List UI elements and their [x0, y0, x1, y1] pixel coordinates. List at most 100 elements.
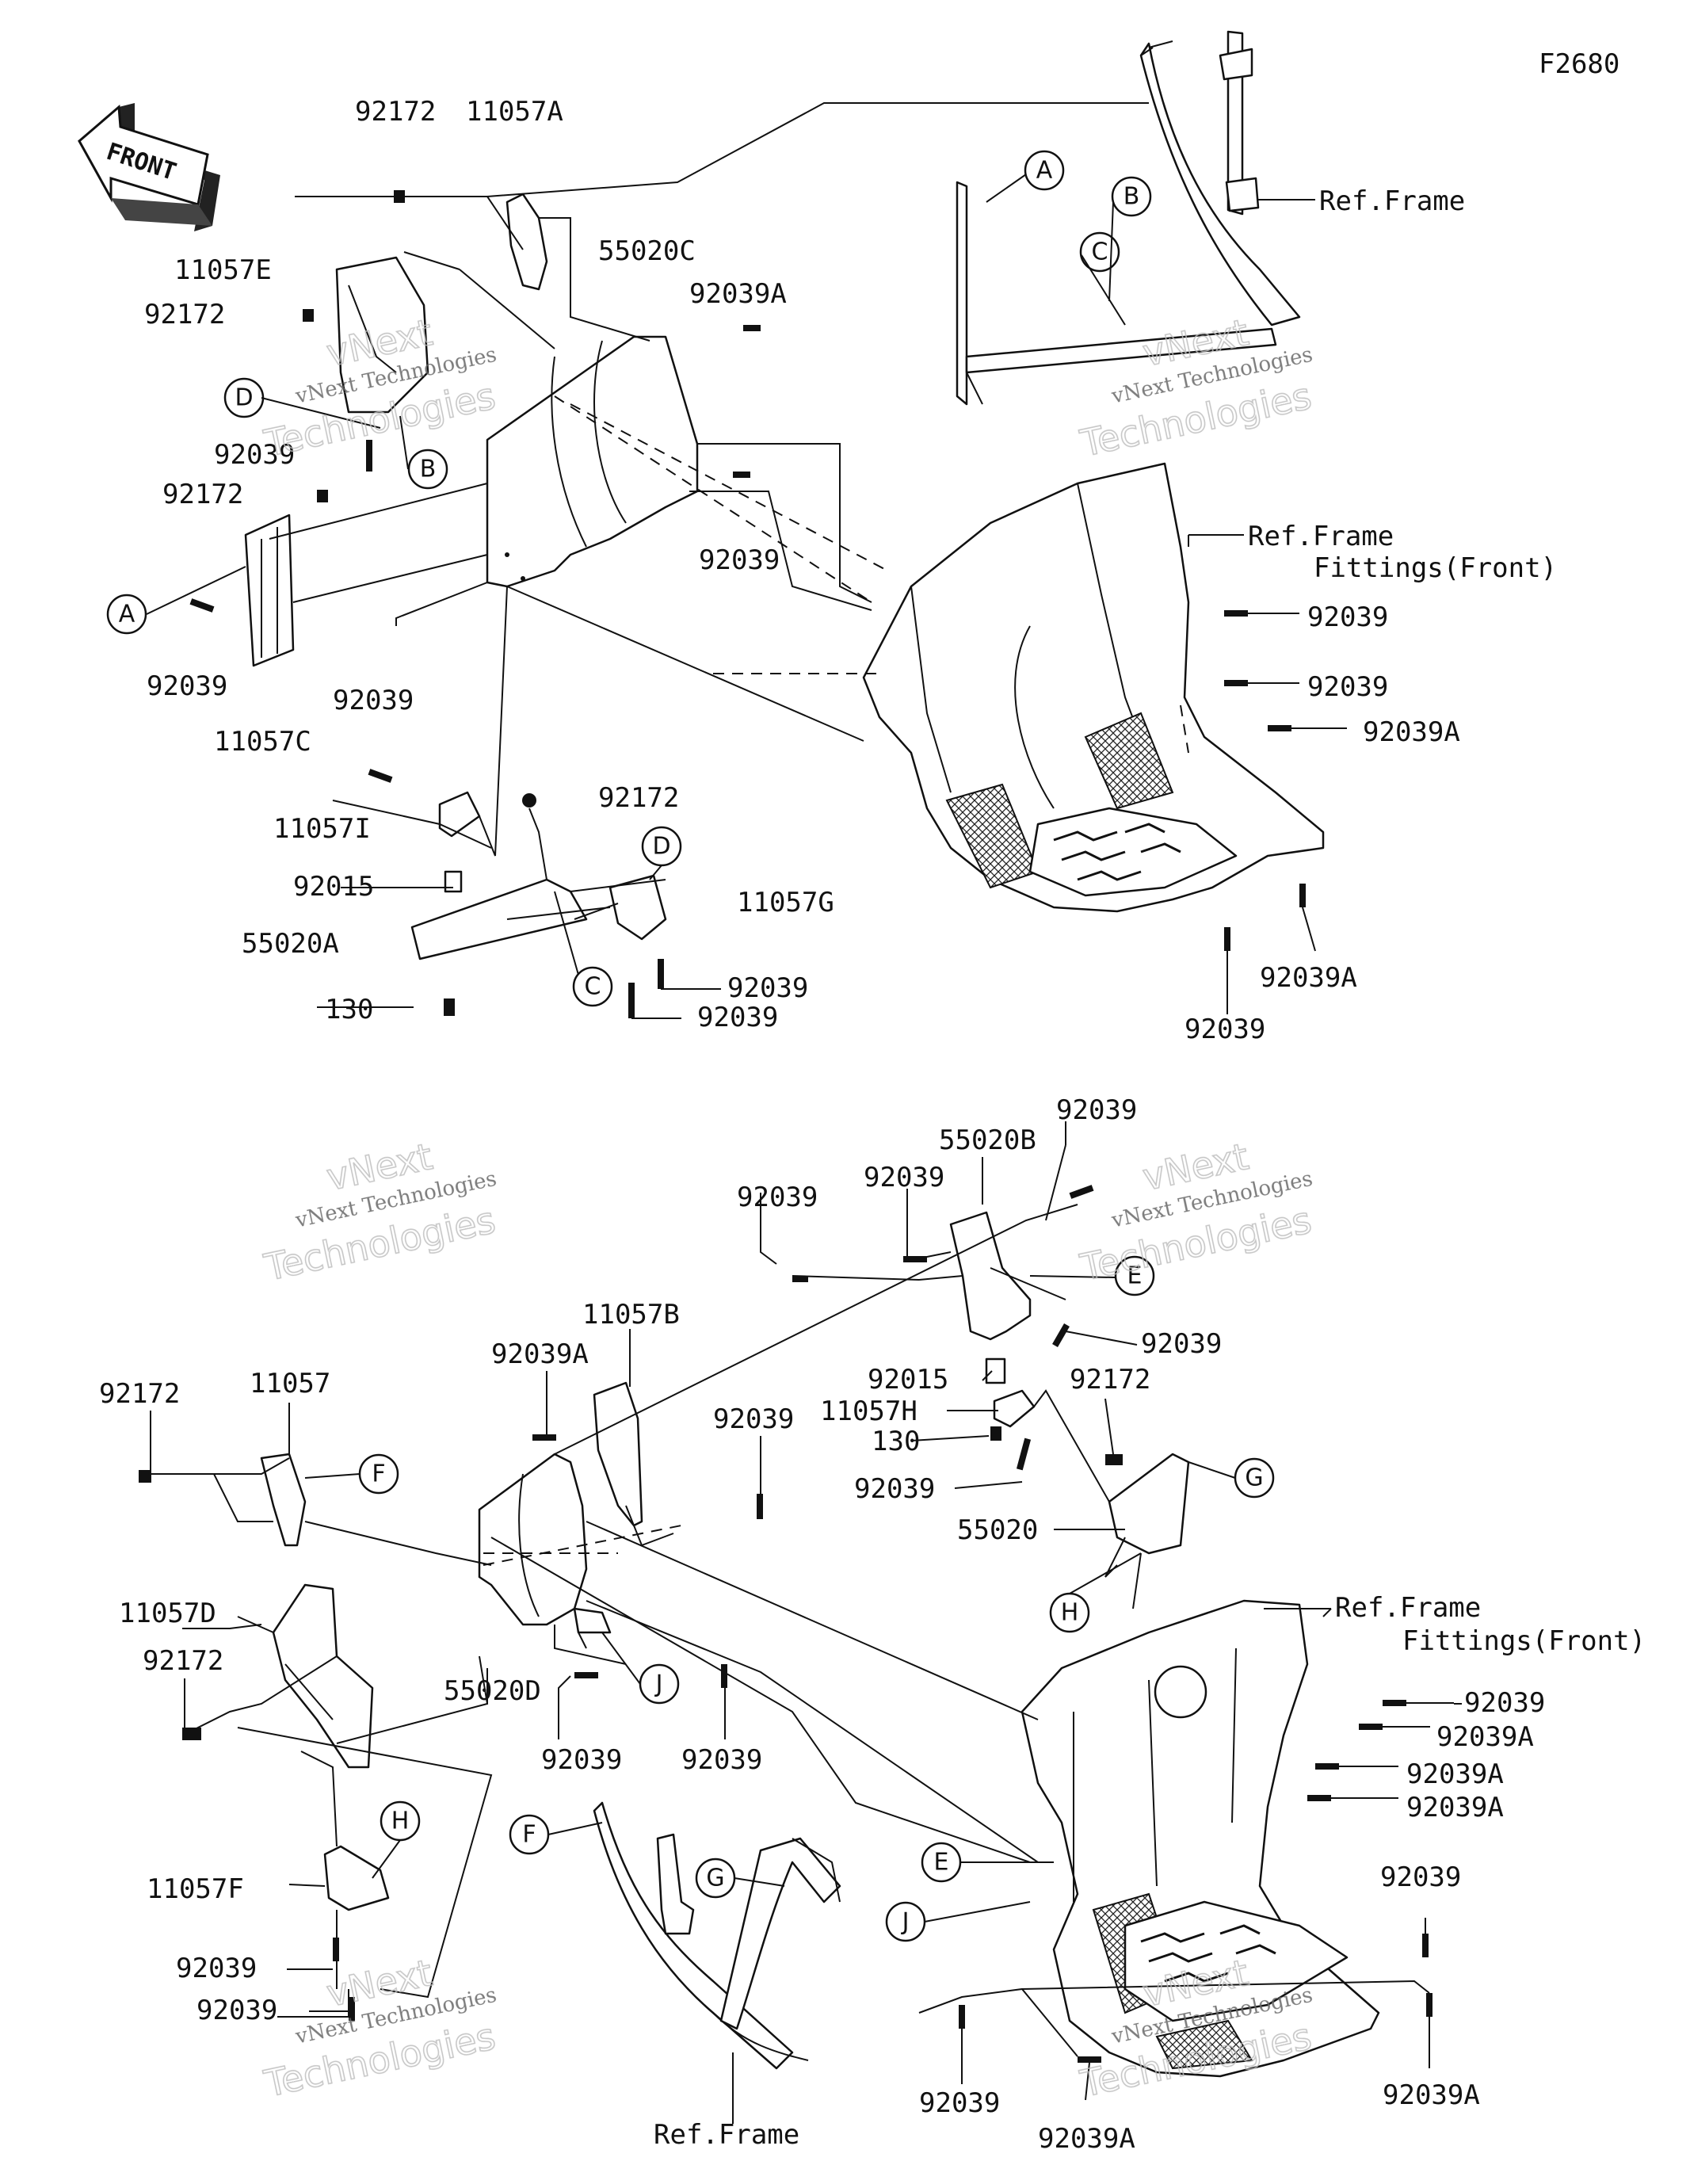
callout-C: C [1079, 231, 1120, 273]
bolt-icon-set-top [189, 190, 1306, 1018]
callout-C: C [572, 966, 613, 1007]
panel-55020C [486, 335, 699, 588]
part-number-label: 92172 [598, 782, 679, 814]
callout-letter: G [706, 1865, 724, 1892]
part-number-label: 92039 [713, 1403, 794, 1435]
part-number-label: 92039 [1185, 1014, 1265, 1045]
callout-E: E [1114, 1255, 1155, 1296]
callout-letter: G [1245, 1464, 1263, 1492]
part-number-label: 92172 [355, 96, 436, 128]
callout-letter: C [585, 973, 601, 1001]
callout-letter: H [391, 1808, 410, 1835]
part-number-label: Ref.Frame [1248, 521, 1394, 552]
part-number-label: 92039 [1307, 671, 1388, 703]
part-number-label: 92039 [919, 2087, 1000, 2119]
part-number-label: Fittings(Front) [1314, 552, 1557, 584]
part-number-label: 55020D [444, 1675, 541, 1707]
panel-55020D [478, 1453, 612, 1634]
frame-sketch-top [956, 30, 1301, 406]
bolt-icon-set-bottom [139, 1185, 1432, 2063]
part-number-label: 11057A [466, 96, 563, 128]
front-arrow-icon: FRONT [78, 103, 220, 231]
callout-letter: J [654, 1670, 663, 1698]
callout-F: F [358, 1453, 399, 1495]
part-number-label: 11057I [273, 813, 371, 845]
part-number-label: 92039 [196, 1995, 277, 2026]
callout-letter: A [1036, 157, 1053, 185]
callout-F: F [509, 1814, 550, 1855]
part-number-label: 11057G [737, 887, 834, 918]
callout-J: J [885, 1901, 926, 1942]
part-number-label: 92039A [1038, 2123, 1135, 2155]
callout-H: H [1049, 1592, 1090, 1633]
callout-letter: F [372, 1460, 385, 1488]
part-number-label: 92172 [1070, 1364, 1150, 1396]
callout-letter: F [522, 1821, 536, 1849]
part-number-label: 55020C [598, 235, 696, 267]
part-number-label: 92039 [697, 1002, 778, 1033]
callout-letter: C [1092, 239, 1108, 266]
callout-letter: E [934, 1849, 949, 1877]
part-number-label: 11057E [174, 254, 272, 286]
part-number-label: 55020B [939, 1124, 1036, 1156]
part-number-label: 92039 [854, 1473, 935, 1505]
callout-D: D [641, 826, 682, 867]
plate-55020A [410, 878, 588, 960]
part-number-label: 92039A [1363, 716, 1460, 748]
part-number-label: 92039A [1436, 1721, 1534, 1753]
callout-D: D [223, 377, 265, 418]
callout-B: B [1111, 176, 1152, 217]
bracket-11057I [438, 791, 481, 893]
part-number-label: 92039 [1464, 1687, 1545, 1719]
part-number-label: 55020 [957, 1514, 1038, 1546]
floor-pan-bottom [1020, 1599, 1380, 2078]
part-number-label: Fittings(Front) [1402, 1625, 1646, 1657]
part-number-label: 92039 [541, 1744, 622, 1776]
callout-A: A [1024, 150, 1065, 191]
part-number-label: Ref.Frame [1319, 185, 1465, 217]
callout-letter: H [1061, 1599, 1079, 1627]
callouts-bottom: E F G H J H F G E J [358, 1255, 1275, 1942]
part-number-label: 92039A [1406, 1792, 1504, 1823]
part-number-label: 11057F [147, 1873, 244, 1905]
part-number-label: 92039 [864, 1162, 944, 1193]
part-number-label: 92039 [214, 439, 295, 471]
part-number-label: Ref.Frame [1335, 1592, 1481, 1624]
part-number-label: 130 [325, 994, 373, 1025]
part-number-label: 92172 [99, 1378, 180, 1410]
part-number-label: 92039 [699, 544, 780, 576]
figure-code: F2680 [1539, 48, 1619, 80]
part-number-label: 11057 [250, 1368, 330, 1399]
bracket-11057D [272, 1583, 374, 1769]
part-number-label: 92172 [144, 299, 225, 330]
part-number-label: 92039 [333, 685, 414, 716]
callout-G: G [1234, 1457, 1275, 1499]
part-number-label: 92039 [176, 1953, 257, 1984]
part-number-label: 11057B [582, 1299, 680, 1331]
part-number-label: 92039 [1141, 1328, 1222, 1360]
part-number-label: 11057D [119, 1598, 216, 1629]
part-number-label: 92039A [1406, 1758, 1504, 1790]
part-number-label: 92015 [868, 1364, 948, 1396]
part-number-label: 11057C [214, 726, 311, 758]
plate-11057C [244, 514, 295, 667]
callout-letter: D [235, 384, 253, 412]
part-numbers-bottom: 92039 55020B 92039 92039 92039 92015 110… [99, 1094, 1646, 2155]
bracket-11057 [260, 1453, 307, 1547]
callout-letter: D [652, 833, 670, 861]
bracket-55020 [1108, 1453, 1190, 1555]
callout-letter: B [420, 456, 437, 483]
callout-A: A [106, 594, 147, 635]
callout-J: J [639, 1663, 680, 1705]
part-number-label: 55020A [242, 928, 339, 960]
callout-H: H [380, 1800, 421, 1842]
callout-letter: A [119, 601, 135, 628]
leaders-top [269, 102, 1189, 920]
part-number-label: 92039 [681, 1744, 762, 1776]
callout-E: E [921, 1842, 962, 1883]
bracket-11057A [505, 193, 548, 291]
part-number-label: 92039 [1380, 1861, 1461, 1893]
part-numbers-top: 92172 11057A 55020C 92039A 11057E 92172 … [144, 96, 1557, 1045]
callout-letter: E [1127, 1262, 1143, 1290]
part-number-label: 92039 [1056, 1094, 1137, 1126]
